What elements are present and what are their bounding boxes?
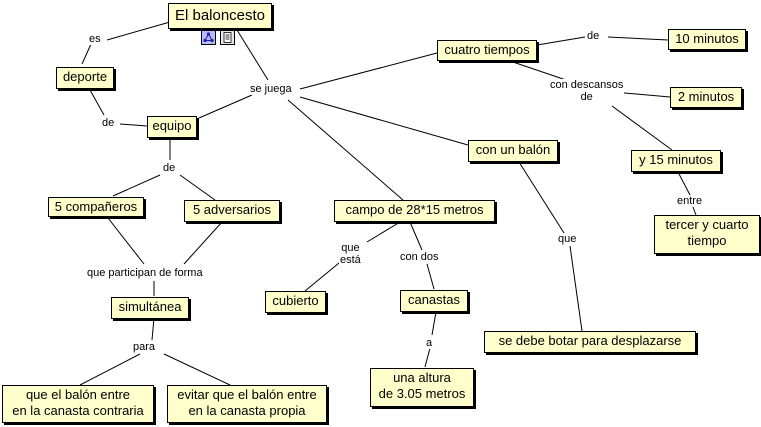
concept-label: canastas (407, 292, 461, 307)
concept-label-line-1: que el balón entre (25, 387, 131, 402)
link-que-balon: que (557, 233, 578, 245)
concept-cuatro-tiempos[interactable]: cuatro tiempos (437, 40, 537, 61)
concept-label: se debe botar para desplazarse (498, 333, 682, 348)
link-es: es (88, 33, 102, 45)
link-de-equipo: de (162, 162, 177, 174)
concept-botar-desplazarse[interactable]: se debe botar para desplazarse (484, 331, 696, 353)
concept-campo[interactable]: campo de 28*15 metros (334, 200, 495, 222)
concept-label: con un balón (475, 142, 551, 157)
concept-label-line-1: evitar que el balón entre (177, 387, 317, 402)
concept-label-line-2: en la canasta propia (188, 403, 306, 418)
concept-label: deporte (62, 69, 108, 84)
link-para: para (132, 341, 157, 353)
concept-label: 5 adversarios (192, 202, 272, 217)
concept-label: cubierto (272, 293, 319, 308)
concept-label-line-1: tercer y cuarto (665, 217, 749, 232)
link-con-descansos: con descansos de (549, 79, 625, 103)
link-de-tiempos: de (586, 30, 601, 42)
concept-label: 5 compañeros (54, 199, 138, 214)
link-con-dos: con dos (399, 251, 440, 263)
link-de-deporte: de (101, 117, 116, 129)
concept-cubierto[interactable]: cubierto (265, 291, 326, 313)
link-que-esta: que está (339, 242, 362, 266)
concept-root-baloncesto[interactable]: El baloncesto (168, 3, 272, 29)
concept-label: 2 minutos (677, 89, 735, 104)
concept-y-15-minutos[interactable]: y 15 minutos (631, 150, 721, 172)
concept-label-line-2: de 3.05 metros (378, 386, 466, 401)
document-resource-icon[interactable] (220, 30, 235, 45)
concept-2-minutos[interactable]: 2 minutos (670, 87, 742, 108)
concept-label: cuatro tiempos (444, 42, 530, 57)
concept-simultanea[interactable]: simultánea (111, 297, 189, 319)
concept-label: campo de 28*15 metros (345, 202, 484, 217)
network-resource-icon[interactable] (201, 30, 216, 45)
concept-equipo[interactable]: equipo (147, 116, 197, 138)
concept-con-un-balon[interactable]: con un balón (468, 140, 558, 162)
concept-10-minutos[interactable]: 10 minutos (668, 29, 746, 50)
root-label: El baloncesto (174, 7, 266, 24)
concept-balon-canasta-contraria[interactable]: que el balón entre en la canasta contrar… (2, 385, 154, 423)
concept-label: equipo (152, 118, 192, 133)
concept-canastas[interactable]: canastas (400, 290, 468, 312)
link-se-juega: se juega (249, 83, 293, 95)
link-a: a (425, 337, 434, 349)
link-que-participan: que participan de forma (86, 267, 204, 279)
concept-tercer-cuarto-tiempo[interactable]: tercer y cuarto tiempo (654, 215, 760, 254)
link-entre: entre (676, 195, 704, 207)
concept-una-altura[interactable]: una altura de 3.05 metros (370, 368, 474, 407)
concept-label: y 15 minutos (639, 152, 713, 167)
concept-label-line-2: en la canasta contraria (12, 403, 144, 418)
concept-label: 10 minutos (675, 31, 739, 46)
concept-5-companeros[interactable]: 5 compañeros (48, 197, 144, 217)
concept-deporte[interactable]: deporte (56, 67, 114, 89)
concept-label-line-1: una altura (393, 370, 451, 385)
concept-label-line-2: tiempo (687, 233, 727, 248)
concept-label: simultánea (118, 299, 182, 314)
concept-evitar-canasta-propia[interactable]: evitar que el balón entre en la canasta … (167, 385, 327, 423)
concept-5-adversarios[interactable]: 5 adversarios (184, 200, 280, 222)
